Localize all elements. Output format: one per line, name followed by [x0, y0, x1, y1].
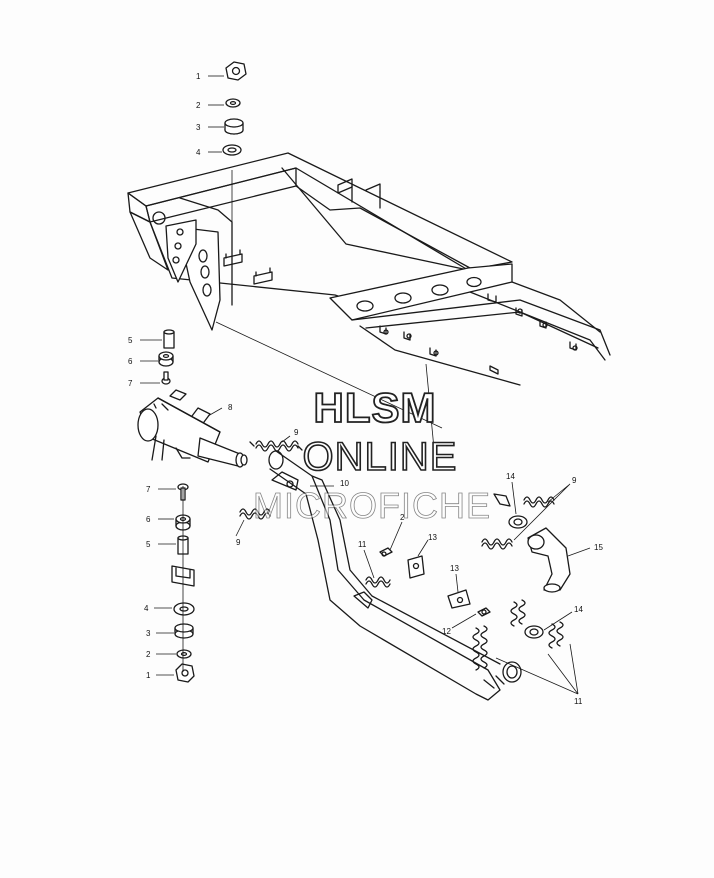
callout-3: 3 [196, 123, 201, 132]
spring-9-right-upper [523, 496, 555, 508]
callout-13: 13 [450, 564, 459, 573]
callout-3: 3 [146, 629, 151, 638]
callout-1: 1 [146, 671, 151, 680]
nut-lower [175, 663, 195, 683]
spring-9-right-lower [481, 538, 513, 550]
muffler-assembly [137, 389, 248, 468]
callout-4: 4 [196, 148, 201, 157]
elbow-pipe [527, 527, 571, 593]
callout-labels: 1 2 3 4 5 6 7 8 9 9 9 10 7 6 5 4 3 2 1 2… [128, 72, 603, 706]
mount-hardware-upper-left [158, 329, 175, 385]
callout-10: 10 [340, 479, 349, 488]
callout-2: 2 [146, 650, 151, 659]
callout-12: 12 [442, 627, 451, 636]
ring-14-upper [493, 493, 528, 529]
callout-2: 2 [400, 513, 405, 522]
callout-6: 6 [146, 515, 151, 524]
spring-11-right-b [548, 621, 564, 649]
callout-13: 13 [428, 533, 437, 542]
spacer-lower [174, 623, 194, 639]
watermark-line-1: HLSM [314, 384, 437, 431]
callout-15: 15 [594, 543, 603, 552]
callout-5: 5 [146, 540, 151, 549]
callout-9: 9 [236, 538, 241, 547]
spring-11-left [365, 576, 391, 588]
lock-washer-upper [225, 98, 241, 108]
watermark: HLSM ONLINE MICROFICHE [253, 383, 491, 526]
callout-14: 14 [506, 472, 515, 481]
bolt-upper [161, 371, 171, 385]
sleeve-upper [163, 329, 175, 349]
washer-upper [222, 144, 242, 156]
upper-hardware-stack [222, 61, 247, 156]
clip-13-upper [407, 555, 425, 579]
clip-13-lower [447, 589, 471, 609]
spring-9-lower [239, 508, 271, 520]
callout-6: 6 [128, 357, 133, 366]
pin-2 [379, 547, 393, 557]
callout-14: 14 [574, 605, 583, 614]
lock-washer-lower [176, 649, 192, 659]
callout-7: 7 [146, 485, 151, 494]
washer-lower [173, 602, 195, 616]
ring-14-lower [524, 625, 544, 639]
callout-8: 8 [228, 403, 233, 412]
nut-upper [225, 61, 247, 81]
spring-9-upper [249, 440, 303, 452]
chassis-frame [127, 152, 611, 471]
pin-12 [477, 607, 491, 617]
callout-7: 7 [128, 379, 133, 388]
callout-11: 11 [358, 540, 367, 549]
spacer-upper [224, 118, 244, 135]
bushing-upper [158, 351, 174, 367]
callout-11: 11 [574, 697, 583, 706]
callout-4: 4 [144, 604, 149, 613]
mount-hardware-lower-left [171, 483, 195, 683]
watermark-line-3: MICROFICHE [253, 485, 491, 526]
callout-leaders [140, 75, 591, 695]
callout-2: 2 [196, 101, 201, 110]
watermark-line-2: ONLINE [303, 435, 458, 479]
callout-9: 9 [572, 476, 577, 485]
callout-5: 5 [128, 336, 133, 345]
callout-9: 9 [294, 428, 299, 437]
callout-1: 1 [196, 72, 201, 81]
spring-11-right-a [510, 599, 526, 627]
